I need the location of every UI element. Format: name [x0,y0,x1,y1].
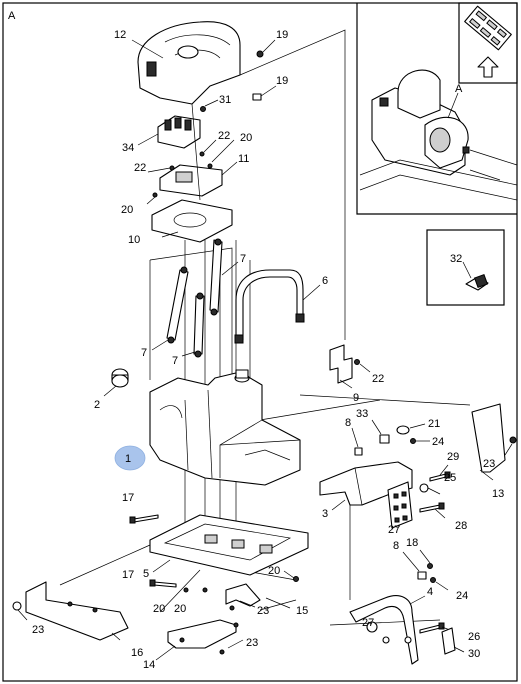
part-13-plate [471,403,517,481]
callout-label: 19 [276,75,288,87]
callout-label: 2 [94,399,100,411]
part-1-tank [149,369,301,486]
part-27-hinge-block [387,464,451,529]
callout-label: 24 [456,590,468,602]
part-12-cover [131,21,241,105]
part-2-cap [103,368,129,397]
callout-label: 10 [128,234,140,246]
part-5-tray [149,514,309,576]
callout-label: 30 [468,648,480,660]
callout-label: 8 [393,540,399,552]
detail-view-illustration: A [359,69,518,201]
screws-19 [252,39,277,101]
callout-label: 7 [172,355,178,367]
detail-view-frame [356,3,517,215]
callout-label: 8 [345,417,351,429]
callout-label: 7 [141,347,147,359]
detail-marker: A [455,83,463,95]
callout-labels: 12 19 19 31 34 22 20 22 11 20 10 7 6 7 7… [32,29,504,671]
callout-label: 27 [388,524,400,536]
callout-label: 22 [372,373,384,385]
callout-label: 31 [219,94,231,106]
part-10-plate [151,199,233,243]
up-arrow-icon [477,56,499,78]
callout-label: 18 [406,537,418,549]
callout-label: 20 [174,603,186,615]
part-32-inset-box [426,229,505,306]
callout-label: 33 [356,408,368,420]
part-34-relay [137,99,219,149]
callout-label: 4 [427,586,433,598]
part-11-bracket [146,139,238,205]
direction-indicator [464,5,512,78]
callout-label: 23 [483,458,495,470]
part-4-bracket [349,595,426,665]
callout-1-highlight [114,445,146,471]
section-marker: A [8,10,16,22]
part-17-bolts [129,514,177,588]
part-15-bracket [183,570,299,655]
callout-label: 11 [238,153,249,165]
callout-label: 27 [362,617,374,629]
callout-label: 21 [428,418,440,430]
callout-label: 20 [153,603,165,615]
part-32-key [462,261,489,291]
callout-label: 5 [143,568,149,580]
callout-label: 24 [432,436,444,448]
callout-label: 16 [131,647,143,659]
fasteners-8-18-24-lower [402,549,449,591]
part-9-bracket [329,344,371,389]
part-26-30 [419,622,465,655]
part-7-struts [151,238,239,358]
callout-label: 15 [296,605,308,617]
callout-label: 3 [322,508,328,520]
callout-label: 6 [322,275,328,287]
callout-label: 25 [444,472,456,484]
callout-label: 28 [455,520,467,532]
callout-label: 14 [143,659,155,671]
callout-label: 20 [240,132,252,144]
callout-label: 12 [114,29,126,41]
callout-label: 13 [492,488,504,500]
callout-label: 20 [268,565,280,577]
callout-label: 26 [468,631,480,643]
callout-label: 22 [218,130,230,142]
direction-indicator-box [458,2,518,84]
callout-label: 17 [122,492,134,504]
part-16-guard [12,581,129,641]
callout-label: 23 [32,624,44,636]
callout-label: 7 [240,253,246,265]
callout-label: 17 [122,569,134,581]
callout-label: 1 [125,453,131,465]
callout-label: 32 [450,253,462,265]
part-14-cover [155,619,237,661]
callout-label: 23 [257,605,269,617]
callout-label: 34 [122,142,134,154]
callout-label: 23 [246,637,258,649]
part-6-handle [234,269,321,344]
callout-label: 22 [134,162,146,174]
fasteners-33-21-24 [351,419,430,456]
callout-label: 19 [276,29,288,41]
callout-label: 20 [121,204,133,216]
callout-label: 9 [353,392,359,404]
callout-label: 29 [447,451,459,463]
